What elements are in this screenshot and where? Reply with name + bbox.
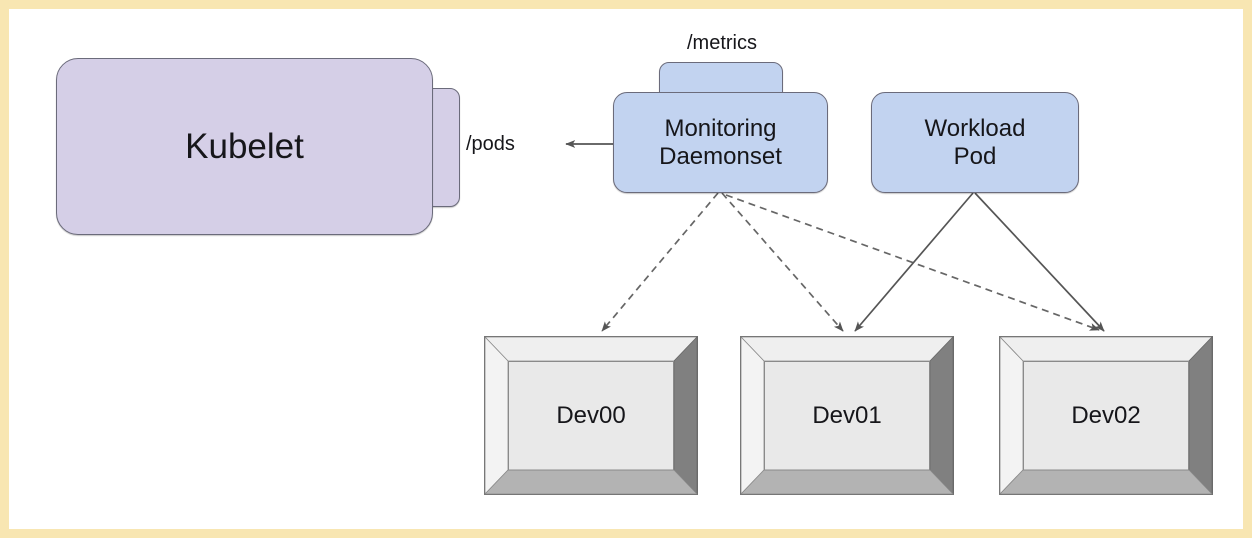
node-device-dev01[interactable]: Dev01 — [740, 336, 954, 495]
device-bevel-frame-icon — [484, 336, 698, 495]
node-workload-pod[interactable]: Workload Pod — [871, 92, 1079, 193]
workload-pod-label: Workload Pod — [924, 115, 1026, 170]
device-label: Dev02 — [1071, 401, 1141, 429]
device-label: Dev01 — [812, 401, 882, 429]
kubelet-label: Kubelet — [185, 126, 304, 166]
node-device-dev02[interactable]: Dev02 — [999, 336, 1213, 495]
device-bevel-frame-icon — [999, 336, 1213, 495]
edge-monitoring-to-dev00 — [601, 192, 719, 332]
edge-workload-to-dev02 — [974, 192, 1105, 332]
device-bevel-frame-icon — [740, 336, 954, 495]
device-label: Dev00 — [556, 401, 626, 429]
node-monitoring-daemonset[interactable]: Monitoring Daemonset — [613, 92, 828, 193]
edge-monitoring-to-dev01 — [721, 192, 844, 332]
monitoring-metrics-port-label: /metrics — [687, 31, 757, 54]
node-kubelet[interactable]: Kubelet — [56, 58, 433, 235]
monitoring-daemonset-label: Monitoring Daemonset — [659, 115, 782, 170]
node-device-dev00[interactable]: Dev00 — [484, 336, 698, 495]
kubelet-pods-port-label: /pods — [466, 132, 515, 155]
edge-workload-to-dev01 — [854, 192, 974, 332]
